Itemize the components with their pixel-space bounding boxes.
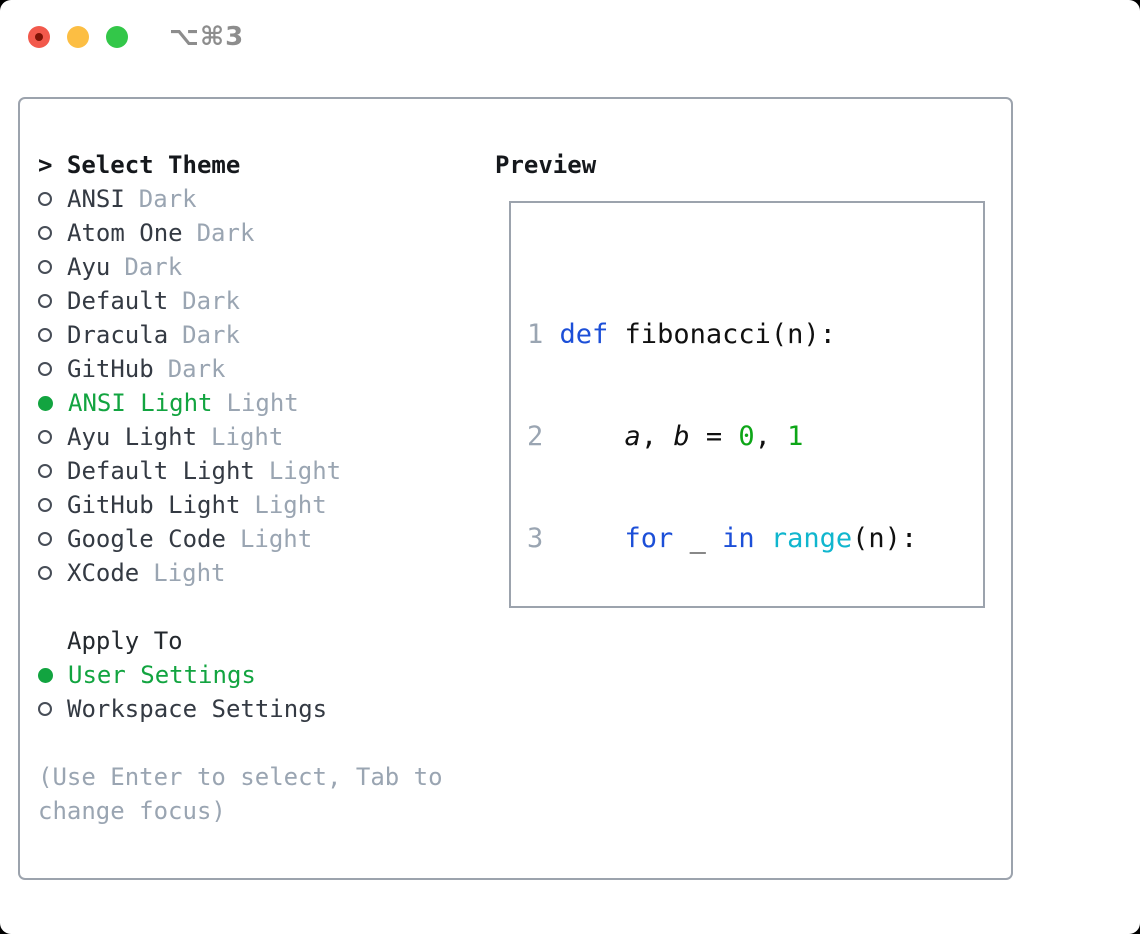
theme-option-xcode-light[interactable]: XCode Light [38, 556, 470, 590]
theme-option-dracula-dark[interactable]: Dracula Dark [38, 318, 470, 352]
radio-unselected-icon [38, 702, 52, 716]
zoom-traffic-light-icon[interactable] [106, 26, 128, 48]
line-number: 1 [527, 319, 560, 350]
help-text: (Use Enter to select, Tab to change focu… [38, 763, 443, 825]
close-traffic-light-icon[interactable] [28, 26, 50, 48]
theme-option-ansi-dark[interactable]: ANSI Dark [38, 182, 470, 216]
theme-name: Default Light [67, 457, 255, 485]
line-number: 2 [527, 421, 560, 452]
window-shortcut-label: ⌥⌘3 [169, 22, 245, 52]
theme-name: ANSI Light [68, 389, 213, 417]
theme-option-ayu-dark[interactable]: Ayu Dark [38, 250, 470, 284]
theme-option-default-light[interactable]: Default Light Light [38, 454, 470, 488]
code-token: , [754, 421, 788, 452]
theme-option-atom-one-dark[interactable]: Atom One Dark [38, 216, 470, 250]
keyword-token: in [722, 523, 755, 554]
line-number: 3 [527, 523, 560, 554]
theme-variant-tag: Dark [182, 287, 240, 315]
code-line: 3 for _ in range(n): [527, 522, 983, 556]
number-token: 1 [787, 421, 804, 452]
code-line: 2 a, b = 0, 1 [527, 420, 983, 454]
radio-unselected-icon [38, 362, 52, 376]
theme-variant-tag: Dark [167, 355, 226, 383]
radio-unselected-icon [38, 498, 52, 512]
theme-variant-tag: Dark [138, 185, 197, 213]
select-theme-heading: > Select Theme [38, 151, 241, 179]
code-line: 1 def fibonacci(n): [527, 318, 983, 352]
number-token: 0 [738, 421, 755, 452]
keyword-token: def [559, 319, 609, 350]
radio-unselected-icon [38, 532, 52, 546]
section-gap [38, 726, 470, 760]
theme-list: > Select Theme ANSI Dark Atom One Dark A… [38, 148, 470, 828]
theme-preview-box: 1 def fibonacci(n): 2 a, b = 0, 1 3 for … [509, 201, 985, 608]
radio-unselected-icon [38, 192, 52, 206]
theme-option-google-code-light[interactable]: Google Code Light [38, 522, 470, 556]
radio-unselected-icon [38, 226, 52, 240]
minimize-traffic-light-icon[interactable] [67, 26, 89, 48]
theme-name: XCode [67, 559, 140, 587]
theme-variant-tag: Light [153, 559, 226, 587]
theme-name: Ayu [67, 253, 111, 281]
theme-variant-tag: Light [211, 423, 284, 451]
code-token: (n): [852, 523, 918, 554]
theme-name: GitHub Light [67, 491, 241, 519]
theme-option-default-dark[interactable]: Default Dark [38, 284, 470, 318]
code-token: , [640, 421, 674, 452]
theme-picker-panel: > Select Theme ANSI Dark Atom One Dark A… [18, 97, 1013, 880]
theme-variant-tag: Light [239, 525, 313, 553]
titlebar: ⌥⌘3 [28, 22, 244, 52]
code-preview: 1 def fibonacci(n): 2 a, b = 0, 1 3 for … [527, 250, 983, 606]
code-token [560, 421, 625, 452]
radio-selected-icon [38, 395, 53, 411]
theme-name: GitHub [67, 355, 154, 383]
theme-name: Dracula [67, 321, 169, 349]
section-gap [38, 590, 470, 624]
keyword-token: for [624, 523, 674, 554]
apply-to-heading: Apply To [67, 627, 183, 655]
code-token: fibonacci(n): [608, 319, 836, 350]
apply-option-label: User Settings [68, 661, 256, 689]
radio-unselected-icon [38, 260, 52, 274]
theme-option-ansi-light[interactable]: ANSI Light Light [38, 386, 470, 420]
radio-unselected-icon [38, 328, 52, 342]
radio-unselected-icon [38, 464, 52, 478]
theme-name: ANSI [67, 185, 125, 213]
radio-unselected-icon [38, 566, 52, 580]
code-token: _ [673, 523, 723, 554]
theme-name: Atom One [67, 219, 183, 247]
builtin-token: range [770, 523, 853, 554]
theme-option-ayu-light[interactable]: Ayu Light Light [38, 420, 470, 454]
theme-name: Google Code [67, 525, 226, 553]
theme-variant-tag: Light [226, 389, 299, 417]
radio-unselected-icon [38, 430, 52, 444]
variable-token: a [624, 421, 641, 452]
apply-option-label: Workspace Settings [67, 695, 328, 723]
variable-token: b [673, 421, 690, 452]
radio-unselected-icon [38, 294, 52, 308]
theme-name: Ayu Light [67, 423, 198, 451]
theme-option-github-dark[interactable]: GitHub Dark [38, 352, 470, 386]
theme-variant-tag: Light [254, 491, 327, 519]
code-token: = [689, 421, 739, 452]
theme-variant-tag: Dark [124, 253, 183, 281]
apply-option-workspace-settings[interactable]: Workspace Settings [38, 692, 470, 726]
theme-variant-tag: Dark [182, 321, 240, 349]
theme-variant-tag: Light [268, 457, 342, 485]
code-token [755, 523, 771, 554]
theme-option-github-light[interactable]: GitHub Light Light [38, 488, 470, 522]
radio-selected-icon [38, 667, 53, 683]
theme-variant-tag: Dark [196, 219, 255, 247]
preview-heading: Preview [495, 151, 597, 179]
apply-option-user-settings[interactable]: User Settings [38, 658, 470, 692]
theme-name: Default [67, 287, 169, 315]
code-token [560, 523, 625, 554]
